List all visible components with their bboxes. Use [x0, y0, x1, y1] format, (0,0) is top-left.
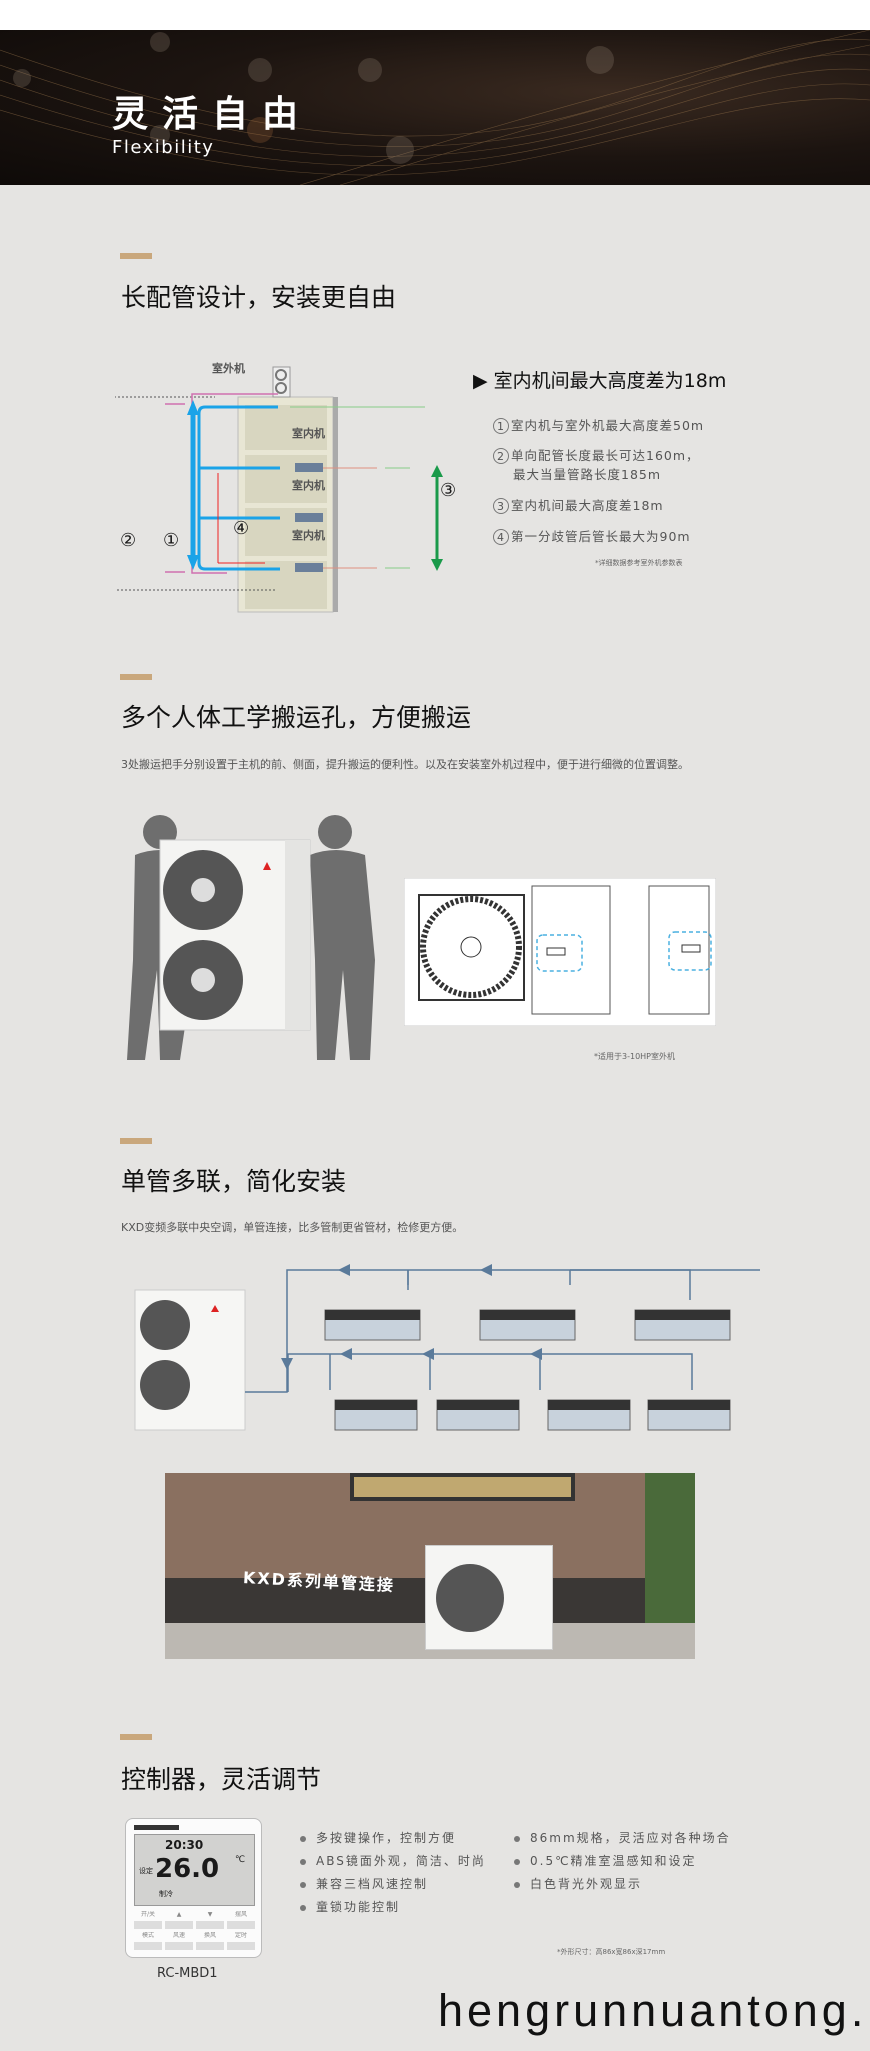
- section-title-carrying: 多个人体工学搬运孔，方便搬运: [121, 703, 472, 732]
- controller-button[interactable]: 开/关: [134, 1911, 162, 1929]
- lcd-time: 20:30: [165, 1838, 204, 1852]
- spec-text: 室内机间最大高度差18m: [511, 498, 664, 513]
- feature-item: 白色背光外观显示: [514, 1875, 642, 1892]
- controller-rc-mbd1: 20:30 设定 26.0 ℃ 制冷 开/关 ▲ ▼ 摆风 模式 风速 换风 定…: [125, 1818, 262, 1958]
- banner-title: 灵活自由: [112, 94, 313, 135]
- wave-lines-decoration: [0, 30, 870, 185]
- feature-item: ABS镜面外观，简洁、时尚: [300, 1852, 486, 1869]
- controller-model: RC-MBD1: [157, 1966, 218, 1981]
- controller-button[interactable]: 换风: [196, 1932, 224, 1950]
- outdoor-unit: [425, 1545, 553, 1650]
- foundation: [165, 1578, 645, 1623]
- spec-text: 室内机与室外机最大高度差50m: [511, 418, 705, 433]
- indoor-unit-label: 室内机: [292, 427, 325, 440]
- handle-drawing: [404, 878, 716, 1026]
- applicability-note: *适用于3-10HP室外机: [594, 1052, 675, 1061]
- spec-text: 单向配管长度最长可达160m，: [511, 448, 700, 463]
- marker-4: ④: [233, 518, 250, 539]
- top-strip: [0, 0, 870, 30]
- spec-text: 第一分歧管后管长最大为90m: [511, 529, 691, 544]
- feature-item: 多按键操作，控制方便: [300, 1829, 456, 1846]
- section-desc: KXD变频多联中央空调，单管连接，比多管制更省管材，检修更方便。: [121, 1221, 464, 1234]
- feature-item: 童锁功能控制: [300, 1898, 400, 1915]
- feature-item: 0.5℃精准室温感知和设定: [514, 1852, 697, 1869]
- outdoor-unit-label: 室外机: [212, 362, 245, 375]
- brand-logo: [134, 1825, 179, 1830]
- kxd-installation-photo: KXD系列单管连接: [165, 1473, 695, 1659]
- number-badge: 3: [493, 498, 509, 514]
- height-headline: ▶ 室内机间最大高度差为18m: [473, 370, 727, 392]
- section-title-single-pipe: 单管多联，简化安装: [121, 1167, 347, 1196]
- marker-1: ①: [163, 530, 180, 551]
- hero-banner: 灵活自由 Flexibility: [0, 30, 870, 185]
- section-title-piping: 长配管设计，安装更自由: [121, 283, 397, 312]
- controller-button[interactable]: ▲: [165, 1911, 193, 1929]
- indoor-unit-label: 室内机: [292, 529, 325, 542]
- lcd-temperature: 26.0: [155, 1854, 220, 1884]
- dimension-note: *外形尺寸：高86x宽86x深17mm: [557, 1948, 666, 1956]
- feature-item: 86mm规格，灵活应对各种场合: [514, 1829, 731, 1846]
- accent-bar: [120, 1734, 152, 1740]
- watermark-text: hengrunnuantong.: [438, 1985, 868, 2036]
- carrying-illustration: [127, 815, 375, 1060]
- accent-bar: [120, 253, 152, 259]
- accent-bar: [120, 1138, 152, 1144]
- piping-diagram: [115, 366, 443, 613]
- marker-2: ②: [120, 530, 137, 551]
- controller-button[interactable]: 风速: [165, 1932, 193, 1950]
- fan: [436, 1564, 504, 1632]
- indoor-unit-label: 室内机: [292, 479, 325, 492]
- lcd-set-label: 设定: [139, 1867, 153, 1875]
- single-pipe-diagram: [134, 1264, 760, 1431]
- section-title-controller: 控制器，灵活调节: [121, 1765, 322, 1794]
- number-badge: 1: [493, 418, 509, 434]
- lcd-screen: 20:30 设定 26.0 ℃ 制冷: [134, 1834, 255, 1906]
- marker-3: ③: [440, 480, 457, 501]
- banner-subtitle: Flexibility: [112, 137, 215, 158]
- controller-button[interactable]: 摆风: [227, 1911, 255, 1929]
- spec-text: 最大当量管路长度185m: [513, 467, 662, 482]
- accent-bar: [120, 674, 152, 680]
- lcd-mode: 制冷: [159, 1890, 173, 1898]
- section-desc: 3处搬运把手分别设置于主机的前、侧面，提升搬运的便利性。以及在安装室外机过程中，…: [121, 758, 689, 771]
- controller-button[interactable]: ▼: [196, 1911, 224, 1929]
- feature-item: 兼容三档风速控制: [300, 1875, 428, 1892]
- data-note: *详细数据参考室外机参数表: [595, 559, 683, 567]
- garden: [645, 1473, 695, 1623]
- number-badge: 2: [493, 448, 509, 464]
- controller-button-grid: 开/关 ▲ ▼ 摆风 模式 风速 换风 定时: [134, 1911, 255, 1950]
- controller-button[interactable]: 定时: [227, 1932, 255, 1950]
- controller-button[interactable]: 模式: [134, 1932, 162, 1950]
- lcd-unit: ℃: [235, 1855, 246, 1865]
- number-badge: 4: [493, 529, 509, 545]
- window: [350, 1473, 575, 1501]
